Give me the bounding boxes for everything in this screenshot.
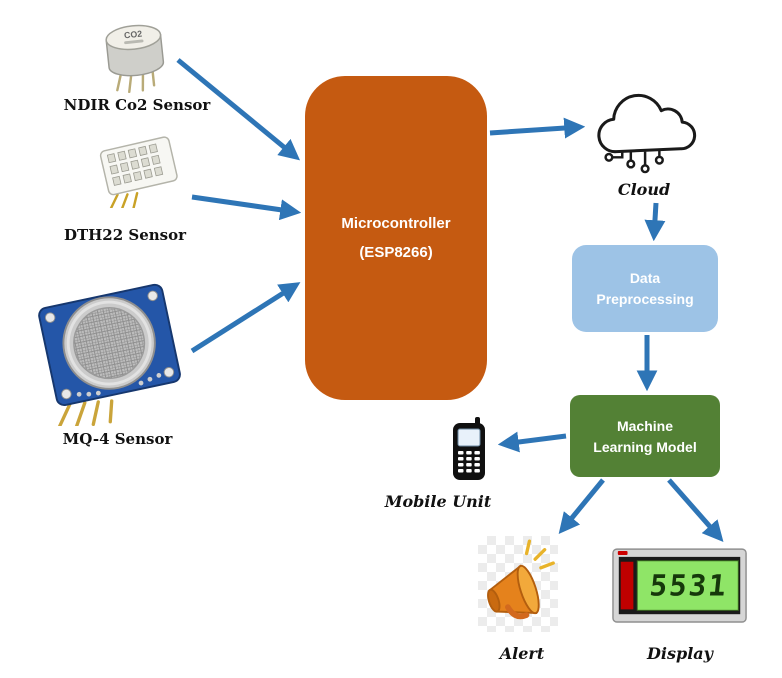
alert-label: Alert [499, 644, 545, 663]
ndir-top-marking: CO2 [124, 29, 143, 41]
brand-mark [617, 551, 628, 555]
microcontroller-line1: Microcontroller [341, 215, 451, 232]
mobile-unit-label: Mobile Unit [384, 492, 492, 511]
display-label: Display [647, 644, 713, 663]
ndir-top-slot [124, 39, 144, 45]
display-meter-image: 5531 [612, 546, 748, 628]
display-reading: 5531 [648, 569, 730, 603]
mq4-sensor-photo [28, 268, 190, 426]
data-preprocessing-line2: Preprocessing [596, 291, 694, 307]
ml-model-line2: Learning Model [593, 438, 697, 455]
data-preprocessing-box: Data Preprocessing [572, 245, 718, 332]
ndir-co2-sensor-photo: CO2 [96, 10, 174, 96]
microcontroller-line2: (ESP8266) [359, 244, 433, 261]
microcontroller-box: Microcontroller (ESP8266) [305, 76, 487, 400]
cloud-icon [588, 70, 706, 178]
cloud-label: Cloud [617, 180, 671, 199]
data-preprocessing-line1: Data [629, 270, 661, 286]
sound-sparks [524, 539, 555, 570]
alert-megaphone-icon [478, 536, 558, 632]
dht22-sensor-label: DTH22 Sensor [63, 226, 187, 244]
machine-learning-model-box: Machine Learning Model [570, 395, 720, 477]
dht22-sensor-photo [88, 136, 188, 208]
ndir-co2-sensor-label: NDIR Co2 Sensor [63, 96, 211, 114]
ml-model-line1: Machine [616, 417, 673, 434]
mq4-sensor-label: MQ-4 Sensor [62, 430, 173, 448]
mobile-phone-icon [448, 416, 490, 482]
